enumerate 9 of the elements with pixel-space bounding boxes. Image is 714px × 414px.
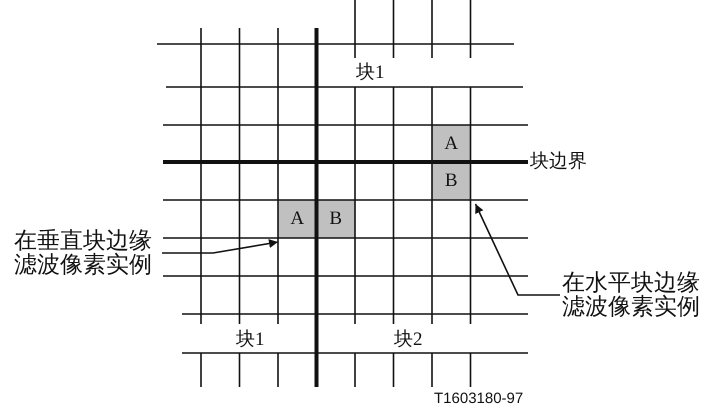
callout-text: 在水平块边缘滤波像素实例 [562, 271, 708, 319]
boundary-label: 块边界 [530, 152, 587, 171]
leader-arrow [474, 204, 560, 296]
callout-text: 在垂直块边缘滤波像素实例 [14, 229, 160, 277]
figure-number: T1603180-97 [434, 391, 524, 406]
block-label: 块1 [236, 330, 264, 349]
block-label: 块2 [394, 330, 422, 349]
block-label: 块1 [356, 63, 384, 82]
leader-arrow [162, 239, 278, 254]
